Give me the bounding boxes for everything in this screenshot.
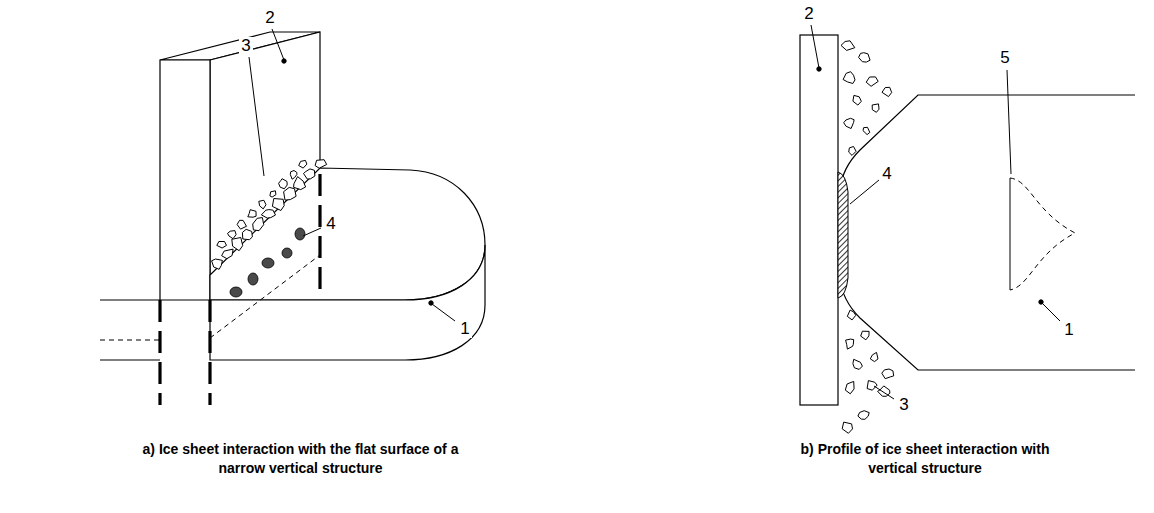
ice-fragment — [859, 53, 871, 62]
ice-fragment — [845, 381, 854, 393]
leader-lines-b — [811, 25, 1060, 399]
ice-fragment — [217, 242, 227, 249]
high-pressure-zones-a — [230, 228, 305, 297]
ice-fragment — [272, 199, 284, 211]
ice-fragment — [253, 218, 264, 231]
ice-fragment — [299, 160, 307, 168]
ice-fragment — [237, 220, 246, 229]
ice-sheet-b — [840, 95, 1135, 370]
ice-fragment — [259, 200, 266, 209]
ice-fragment — [861, 331, 869, 340]
ice-fragment — [858, 411, 869, 420]
callout-number: 3 — [239, 37, 252, 56]
ice-fragment — [242, 229, 252, 239]
callout-number: 5 — [998, 49, 1011, 68]
callout-number: 2 — [263, 9, 276, 28]
ice-fragment — [863, 127, 870, 134]
ice-fragment — [279, 179, 288, 189]
caption: b) Profile of ice sheet interaction with… — [780, 440, 1070, 478]
callout-number: 4 — [324, 215, 337, 234]
ice-fragment — [882, 369, 894, 379]
ice-fragment — [842, 422, 852, 433]
ice-fragment — [872, 104, 879, 112]
ice-fragment — [870, 352, 878, 361]
ice-fragment — [867, 381, 877, 391]
crushed-ice-a — [212, 160, 327, 270]
ice-fragment — [841, 41, 855, 51]
ice-fragment — [261, 210, 275, 219]
leader-lines-a — [249, 29, 455, 321]
ice-fragment — [843, 72, 855, 84]
ice-fragment — [284, 187, 297, 200]
ice-fragment — [315, 160, 327, 169]
callout-number: 2 — [802, 5, 815, 24]
ice-fragment — [853, 95, 861, 105]
ice-fragment — [248, 210, 256, 218]
callout-number: 3 — [897, 396, 910, 415]
ice-fragment — [290, 171, 297, 180]
ice-fragment — [849, 147, 856, 156]
callout-number: 1 — [458, 320, 471, 339]
ice-sheet-a — [100, 168, 485, 360]
ice-fragment — [232, 238, 243, 251]
ice-fragment — [866, 77, 878, 86]
crushed-ice-b — [841, 41, 894, 434]
caption: a) Ice sheet interaction with the flat s… — [118, 440, 483, 478]
structure-b — [800, 35, 838, 405]
callout-number: 4 — [880, 165, 893, 184]
ice-fragment — [270, 191, 276, 197]
hidden-edges-a — [160, 174, 320, 405]
pressure-distribution — [1010, 178, 1075, 290]
ice-fragment — [847, 310, 856, 320]
ice-fragment — [222, 249, 234, 259]
callout-number: 1 — [1062, 321, 1075, 340]
ice-fragment — [882, 87, 892, 96]
ice-fragment — [304, 169, 315, 179]
ice-fragment — [212, 259, 223, 269]
ice-fragment — [294, 177, 306, 190]
ice-fragment — [853, 359, 863, 369]
ice-fragment — [844, 118, 854, 128]
contact-zone-b — [838, 172, 848, 298]
ice-fragment — [846, 339, 854, 349]
ice-fragment — [228, 231, 237, 239]
